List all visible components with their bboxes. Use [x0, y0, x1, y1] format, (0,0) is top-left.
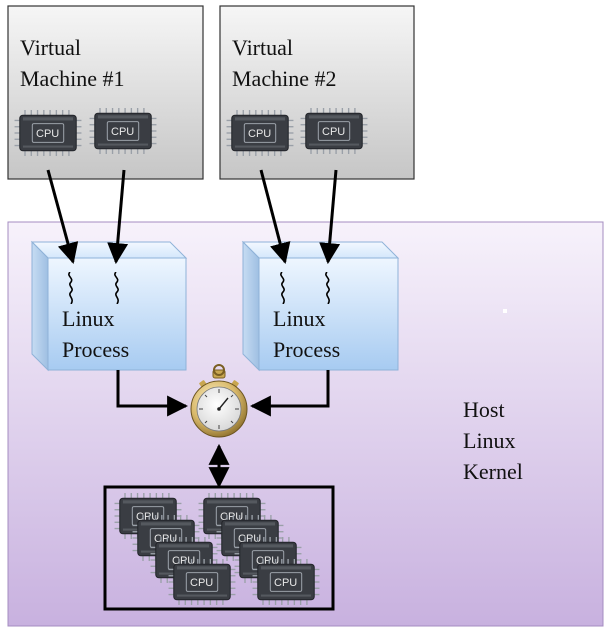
- cpu-label: CPU: [111, 126, 134, 138]
- cpu-chip-icon: CPU: [252, 559, 320, 605]
- scheduler-arrows: [116, 370, 330, 489]
- vm2-label-line2: Machine #2: [232, 66, 336, 91]
- arrow-vm1-cpu1: [46, 169, 79, 265]
- process1-label-line1: Linux: [62, 306, 115, 331]
- cpu-chip-icon: CPU: [300, 108, 368, 154]
- linux-process-2: Linux Process: [241, 240, 400, 372]
- arrow-process2-scheduler: [249, 370, 330, 417]
- host-label-line1: Host: [463, 397, 505, 422]
- host-label-line2: Linux: [463, 428, 516, 453]
- virtual-machine-2: Virtual Machine #2 CPU CPU: [219, 5, 415, 180]
- process2-label-line2: Process: [273, 337, 340, 362]
- vm1-label-line1: Virtual: [20, 35, 81, 60]
- vm2-label-line1: Virtual: [232, 35, 293, 60]
- process2-label-line1: Linux: [273, 306, 326, 331]
- cpu-chip-icon: CPU: [14, 110, 82, 156]
- cpu-chip-icon: CPU: [89, 108, 157, 154]
- arrow-process1-scheduler: [116, 370, 189, 417]
- host-label-line3: Kernel: [463, 459, 523, 484]
- process1-label-line2: Process: [62, 337, 129, 362]
- vcpu-arrows: [46, 169, 341, 265]
- cpu-label: CPU: [248, 128, 271, 140]
- cpu-label: CPU: [190, 577, 213, 589]
- vm1-label-line2: Machine #1: [20, 66, 124, 91]
- speck-mark: [503, 309, 507, 313]
- cpu-chip-icon: CPU: [168, 559, 236, 605]
- stopwatch-icon: [190, 364, 248, 438]
- cpu-label: CPU: [322, 126, 345, 138]
- cpu-label: CPU: [36, 128, 59, 140]
- arrow-vm1-cpu2: [107, 169, 129, 265]
- linux-process-1: Linux Process: [30, 240, 188, 372]
- cpu-chip-icon: CPU: [226, 110, 294, 156]
- arrow-vm2-cpu2: [319, 169, 341, 265]
- arrow-vm2-cpu1: [259, 169, 291, 265]
- virtual-machine-1: Virtual Machine #1 CPU CPU: [7, 5, 204, 180]
- cpu-label: CPU: [274, 577, 297, 589]
